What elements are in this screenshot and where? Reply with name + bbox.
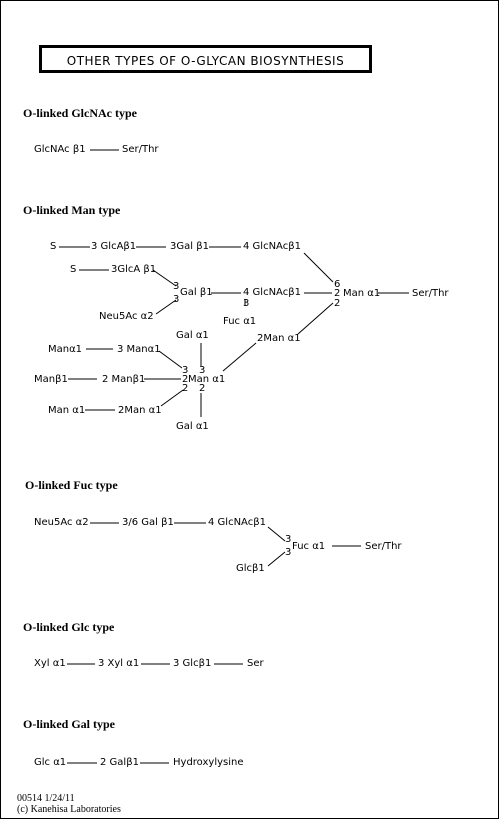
linkage-number: 2 — [182, 374, 189, 385]
linkage-number: 3 — [285, 534, 292, 545]
glycan-node: 3 Manα1 — [117, 344, 161, 355]
linkage-number: 2 — [334, 288, 341, 299]
glycan-node: 3/6 Gal β1 — [122, 517, 174, 528]
link-line — [222, 342, 257, 372]
title-box: OTHER TYPES OF O-GLYCAN BIOSYNTHESIS — [39, 45, 372, 73]
link-line — [158, 350, 183, 369]
glycan-node: Ser/Thr — [122, 144, 159, 155]
link-line — [267, 551, 286, 567]
linkage-number: 3 — [243, 298, 250, 309]
glycan-node: Ser — [247, 658, 264, 669]
copyright: (c) Kanehisa Laboratories — [17, 804, 121, 815]
glycan-node: Neu5Ac α2 — [34, 517, 89, 528]
glycan-node: Man α1 — [343, 288, 381, 299]
glycan-node: Ser/Thr — [365, 541, 402, 552]
section-heading-gal: O-linked Gal type — [23, 717, 116, 731]
linkage-number: 3 — [173, 294, 180, 305]
map-id-date: 00514 1/24/11 — [17, 793, 75, 804]
glycan-node: 4 GlcNAcβ1 — [243, 287, 301, 298]
glycan-node: 3GlcA β1 — [111, 264, 157, 275]
glycan-node: Hydroxylysine — [173, 757, 244, 768]
section-heading-fuc: O-linked Fuc type — [25, 478, 118, 492]
linkage-number: 3 — [173, 281, 180, 292]
glycan-node: Man α1 — [48, 405, 86, 416]
linkage-number: 6 — [334, 279, 341, 290]
glycan-node: 2 Galβ1 — [100, 757, 139, 768]
glycan-node: 3 Glcβ1 — [173, 658, 212, 669]
glycan-node: Man α1 — [188, 374, 226, 385]
section-heading-glc: O-linked Glc type — [23, 620, 115, 634]
link-line — [303, 252, 334, 283]
linkage-number: 2 — [334, 298, 341, 309]
glycan-node: 3Gal β1 — [170, 241, 209, 252]
glycan-node: S — [70, 264, 77, 275]
glycan-node: Neu5Ac α2 — [99, 311, 154, 322]
glycan-node: 2Man α1 — [118, 405, 162, 416]
glycan-node: Fuc α1 — [223, 316, 257, 327]
linkage-number: 3 — [199, 365, 206, 376]
link-line — [297, 302, 334, 335]
glycan-node: Glcβ1 — [236, 563, 265, 574]
glycan-node: Manβ1 — [34, 374, 68, 385]
glycan-node: Xyl α1 — [34, 658, 66, 669]
glycan-node: Manα1 — [48, 344, 83, 355]
glycan-node: S — [50, 241, 57, 252]
glycan-node: 2Man α1 — [257, 333, 301, 344]
glycan-node: Gal β1 — [180, 287, 213, 298]
linkage-number: 3 — [285, 547, 292, 558]
glycan-node: 3 Xyl α1 — [98, 658, 140, 669]
glycan-node: 3 GlcAβ1 — [91, 241, 137, 252]
glycan-node: GlcNAc β1 — [34, 144, 86, 155]
linkage-number: 2 — [199, 383, 206, 394]
link-line — [267, 526, 286, 542]
glycan-node: 2 Manβ1 — [102, 374, 146, 385]
page-title: OTHER TYPES OF O-GLYCAN BIOSYNTHESIS — [66, 54, 345, 68]
glycan-node: 4 GlcNAcβ1 — [208, 517, 266, 528]
glycan-node: Fuc α1 — [292, 541, 326, 552]
glycan-node: Ser/Thr — [412, 288, 449, 299]
glycan-node: Gal α1 — [176, 330, 209, 341]
section-heading-man: O-linked Man type — [23, 203, 121, 217]
linkage-number: 2 — [182, 383, 189, 394]
link-line — [152, 269, 177, 287]
section-heading-glcnac: O-linked GlcNAc type — [23, 106, 137, 120]
link-line — [160, 389, 184, 407]
glycan-node: 4 GlcNAcβ1 — [243, 241, 301, 252]
link-line — [155, 299, 177, 315]
glycan-node: Gal α1 — [176, 421, 209, 432]
glycan-node: Glc α1 — [34, 757, 67, 768]
linkage-number: 3 — [182, 365, 189, 376]
